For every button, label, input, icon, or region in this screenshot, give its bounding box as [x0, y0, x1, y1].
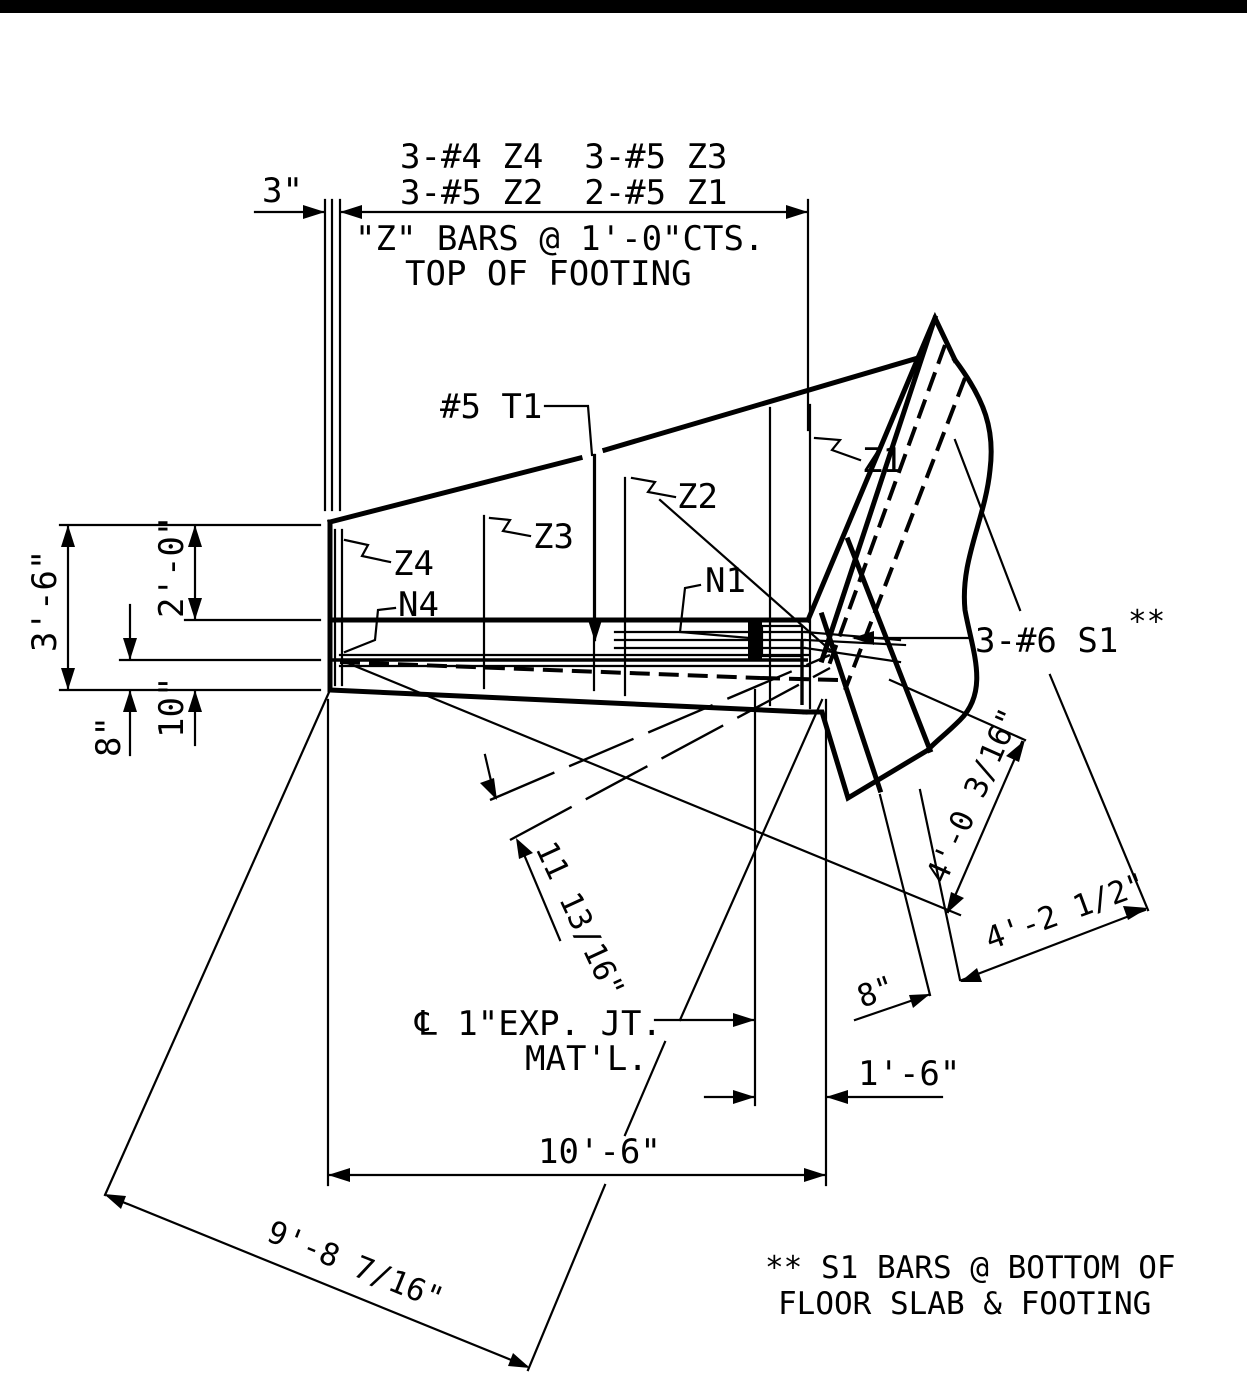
label-n1-bar: N1	[705, 561, 746, 601]
exp-joint-label-line1: ℄ 1"EXP. JT.	[414, 1004, 662, 1044]
note-line2: FLOOR SLAB & FOOTING	[778, 1286, 1151, 1322]
dim-8-inch-right: 8"	[852, 969, 899, 1016]
sheet-border-top	[0, 0, 1247, 13]
reinforcing-bars	[333, 403, 962, 917]
label-n4-bar: N4	[398, 585, 439, 625]
z-bars-location: TOP OF FOOTING	[405, 254, 692, 294]
label-z3-bar: Z3	[533, 517, 574, 557]
label-t1-bar: #5 T1	[440, 387, 542, 427]
dim-4ft-0-3-16-inch: 4'-0 3/16"	[919, 703, 1028, 888]
dim-8-inch-left: 8"	[89, 716, 129, 757]
exp-joint-label-line2: MAT'L.	[525, 1039, 648, 1079]
leaders	[343, 404, 970, 654]
dim-3ft-6in: 3'-6"	[25, 550, 65, 652]
dim-4ft-2-1-2-inch: 4'-2 1/2"	[980, 866, 1150, 957]
z-bars-line1: 3-#4 Z4 3-#5 Z3	[400, 137, 728, 177]
label-z2-bar: Z2	[677, 477, 718, 517]
label-z4-bar: Z4	[393, 544, 434, 584]
dim-11-13-16-inch: 11 13/16"	[528, 836, 632, 1003]
z-bars-line2: 3-#5 Z2 2-#5 Z1	[400, 173, 728, 213]
dim-1ft-6in: 1'-6"	[858, 1054, 960, 1094]
dim-3-inch: 3"	[262, 171, 303, 211]
dim-10-inch: 10"	[152, 677, 192, 738]
label-s1-mark: **	[1128, 604, 1165, 640]
dim-9ft-8-7-16-inch: 9'-8 7/16"	[262, 1214, 449, 1317]
z-bars-spacing: "Z" BARS @ 1'-0"CTS.	[355, 219, 764, 259]
dim-10ft-6in: 10'-6"	[538, 1132, 661, 1172]
label-s1-bars: 3-#6 S1	[975, 621, 1118, 661]
label-z1-bar: Z1	[862, 441, 903, 481]
dimension-lines	[58, 198, 1150, 1372]
wing-wall	[804, 311, 994, 794]
dim-2ft-0in: 2'-0"	[152, 516, 192, 618]
note-line1: ** S1 BARS @ BOTTOM OF	[765, 1250, 1176, 1286]
